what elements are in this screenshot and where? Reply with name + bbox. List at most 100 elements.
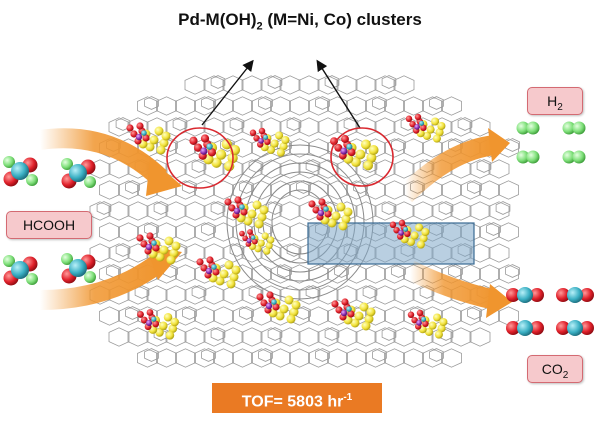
oxygen-atom: [207, 148, 217, 157]
pd-atom: [366, 307, 376, 317]
oxygen-atom: [266, 291, 274, 299]
h2-text: H: [547, 93, 558, 109]
pd-atom: [416, 240, 425, 249]
oxygen-atom: [239, 230, 245, 237]
pd-atom: [433, 313, 442, 322]
oxygen-atom: [196, 258, 204, 266]
cluster-10: [256, 291, 301, 324]
arrow-out-top: [397, 135, 497, 203]
pd-atom: [145, 142, 155, 152]
pointer-arrow-right: [316, 59, 361, 129]
metal-atom: [346, 143, 353, 150]
oxygen-atom: [389, 221, 397, 229]
oxygen-atom: [212, 268, 220, 276]
cluster-13: [407, 309, 448, 339]
oxygen-atom: [253, 134, 260, 142]
metal-atom: [398, 230, 404, 236]
oxygen-atom: [242, 235, 249, 242]
pd-atom: [261, 232, 269, 240]
metal-atom: [340, 147, 348, 155]
carbon-atom: [11, 162, 29, 180]
metal-atom: [206, 143, 213, 150]
arrow-out-bottom: [405, 261, 498, 310]
pd-atom: [154, 126, 164, 136]
pd-atom: [161, 131, 171, 141]
pd-atom: [159, 321, 168, 331]
pd-atom: [257, 239, 265, 247]
hydrogen-atom: [526, 121, 540, 135]
oxygen-atom: [330, 137, 338, 146]
oxygen-atom: [140, 316, 148, 324]
pd-atom: [270, 139, 279, 148]
oxygen-atom: [152, 320, 160, 328]
flow-arrows: [38, 59, 512, 318]
metal-atom: [151, 240, 157, 246]
cluster-8: [389, 219, 430, 249]
oxygen-atom: [256, 293, 264, 301]
pore-ring: [226, 144, 374, 300]
h2-subscript: 2: [557, 101, 563, 113]
metal-atom: [419, 120, 425, 126]
metal-atom: [211, 264, 217, 270]
pd-atom: [437, 121, 446, 131]
pd-atom: [275, 311, 285, 321]
hydrogen-atom: [61, 253, 73, 265]
hydrogen-atom: [516, 150, 530, 164]
reactant-label: HCOOH: [6, 211, 92, 239]
pd-atom: [366, 152, 377, 163]
pd-atom: [247, 209, 257, 219]
pd-atom: [336, 202, 346, 212]
pd-atom: [229, 272, 239, 282]
oxygen-atom: [331, 300, 339, 308]
pd-atom: [169, 248, 179, 258]
tof-superscript: -1: [343, 392, 353, 403]
pd-atom: [421, 227, 430, 237]
pd-atom: [257, 212, 267, 222]
oxygen-atom: [580, 288, 594, 302]
co2-molecule-4: [556, 320, 594, 336]
pd-atom: [267, 236, 275, 244]
oxygen-atom: [334, 143, 343, 152]
pd-atom: [426, 125, 435, 134]
hydrogen-atom: [26, 174, 38, 186]
carbon-atom: [517, 287, 533, 303]
pd-atom: [355, 149, 366, 160]
pd-atom: [428, 321, 437, 330]
metal-clusters: [126, 113, 448, 340]
pd-atom: [286, 314, 296, 324]
oxygen-atom: [416, 309, 424, 317]
pd-atom: [341, 214, 351, 224]
pd-atom: [363, 160, 374, 171]
metal-atom: [151, 316, 157, 322]
oxygen-atom: [308, 200, 316, 208]
pd-atom: [252, 200, 262, 210]
title-suffix: (M=Ni, Co) clusters: [262, 10, 422, 29]
pd-atom: [406, 237, 416, 246]
cluster-0: [126, 122, 171, 155]
oxygen-atom: [146, 309, 154, 316]
pd-atom: [243, 216, 253, 226]
co2-subscript: 2: [562, 369, 569, 381]
pd-atom: [254, 245, 262, 253]
metal-atom: [141, 130, 147, 136]
oxygen-atom: [530, 321, 544, 335]
title-subscript: 2: [256, 20, 263, 33]
pd-atom: [215, 149, 227, 160]
oxygen-atom: [206, 256, 214, 264]
diagram-title: Pd-M(OH)2 (M=Ni, Co) clusters: [0, 10, 600, 32]
hydrogen-atom: [526, 150, 540, 164]
tof-badge: TOF= 5803 hr-1: [212, 383, 382, 413]
oxygen-atom: [224, 198, 232, 206]
oxygen-atom: [136, 122, 144, 130]
hydrogen-atom: [562, 121, 576, 135]
pd-atom: [215, 276, 225, 286]
pd-atom: [166, 255, 176, 265]
hcooh-molecule-4: [61, 253, 96, 284]
co2-molecule-3: [506, 320, 544, 336]
pd-atom: [432, 134, 441, 143]
pd-atom: [419, 234, 428, 243]
pd-atom: [424, 327, 434, 336]
pd-atom: [327, 218, 337, 228]
